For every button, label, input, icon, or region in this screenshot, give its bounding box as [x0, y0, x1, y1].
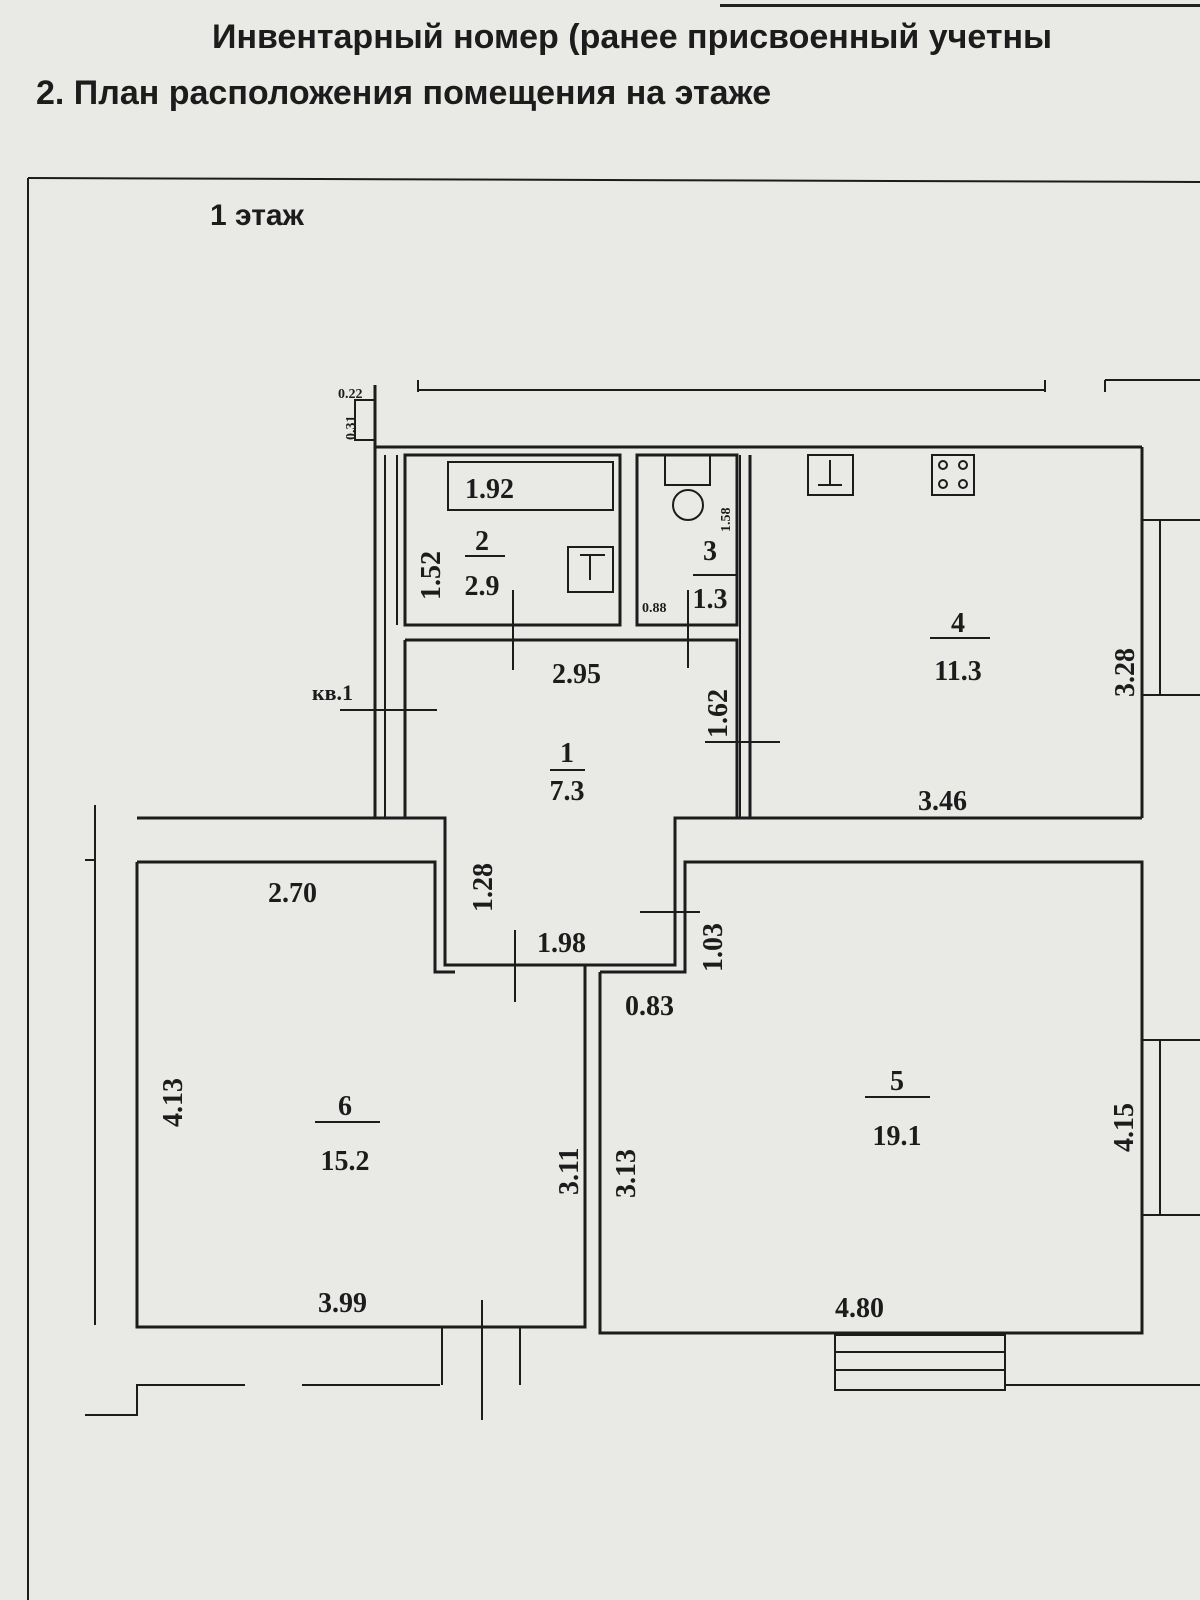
dim-room6-depth: 4.13 [158, 1078, 189, 1127]
dim-vent-a: 0.22 [338, 387, 363, 402]
dim-room5-depth: 4.15 [1109, 1103, 1140, 1152]
dim-hall-width: 2.95 [552, 659, 601, 690]
room-4-area: 11.3 [934, 656, 981, 687]
dim-corridor-side: 1.03 [698, 923, 729, 972]
section-title: 2. План расположения помещения на этаже [36, 74, 772, 112]
dim-bath-depth: 1.52 [416, 551, 447, 600]
dimension-labels: 1.92 1.52 1.58 0.88 0.31 0.22 2.95 1.62 … [158, 387, 1141, 1324]
room-labels: 1 7.3 2 2.9 3 1.3 4 11.3 5 19.1 6 15.2 к… [312, 526, 990, 1177]
dim-vent-b: 0.31 [344, 416, 359, 441]
dim-corridor-depth: 1.28 [468, 863, 499, 912]
dim-kitchen-width: 3.46 [918, 786, 967, 817]
dim-room6-top: 2.70 [268, 878, 317, 909]
frame [27, 177, 1200, 1600]
dim-hall-depth: 1.62 [703, 689, 734, 738]
room-5-number: 5 [890, 1066, 904, 1097]
dim-wc-depth: 1.58 [719, 508, 734, 533]
dim-room6-inner: 3.11 [554, 1148, 585, 1195]
signature-line [720, 4, 1200, 7]
walls [85, 379, 1200, 1420]
room-5-area: 19.1 [873, 1121, 922, 1152]
room-3-number: 3 [703, 536, 717, 567]
dim-room6-width: 3.99 [318, 1288, 367, 1319]
room-4-number: 4 [951, 608, 965, 639]
room-1-area: 7.3 [550, 776, 585, 807]
room-6-area: 15.2 [321, 1146, 370, 1177]
dim-bath-width: 1.92 [465, 474, 514, 505]
room-2-number: 2 [475, 526, 489, 557]
flat-label: кв.1 [312, 680, 353, 705]
dim-room5-inner: 3.13 [611, 1149, 642, 1198]
dim-gap: 0.83 [625, 991, 674, 1022]
room-1-number: 1 [560, 738, 574, 769]
dim-kitchen-depth: 3.28 [1110, 648, 1141, 697]
room-6-number: 6 [338, 1091, 352, 1122]
inventory-number-label: Инвентарный номер (ранее присвоенный уче… [212, 18, 1053, 56]
dim-corridor-width: 1.98 [537, 928, 586, 959]
room-2-area: 2.9 [465, 571, 500, 602]
dim-wc-door: 0.88 [642, 601, 667, 616]
dim-room5-width: 4.80 [835, 1293, 884, 1324]
floor-label: 1 этаж [210, 199, 305, 232]
room-3-area: 1.3 [693, 584, 728, 615]
